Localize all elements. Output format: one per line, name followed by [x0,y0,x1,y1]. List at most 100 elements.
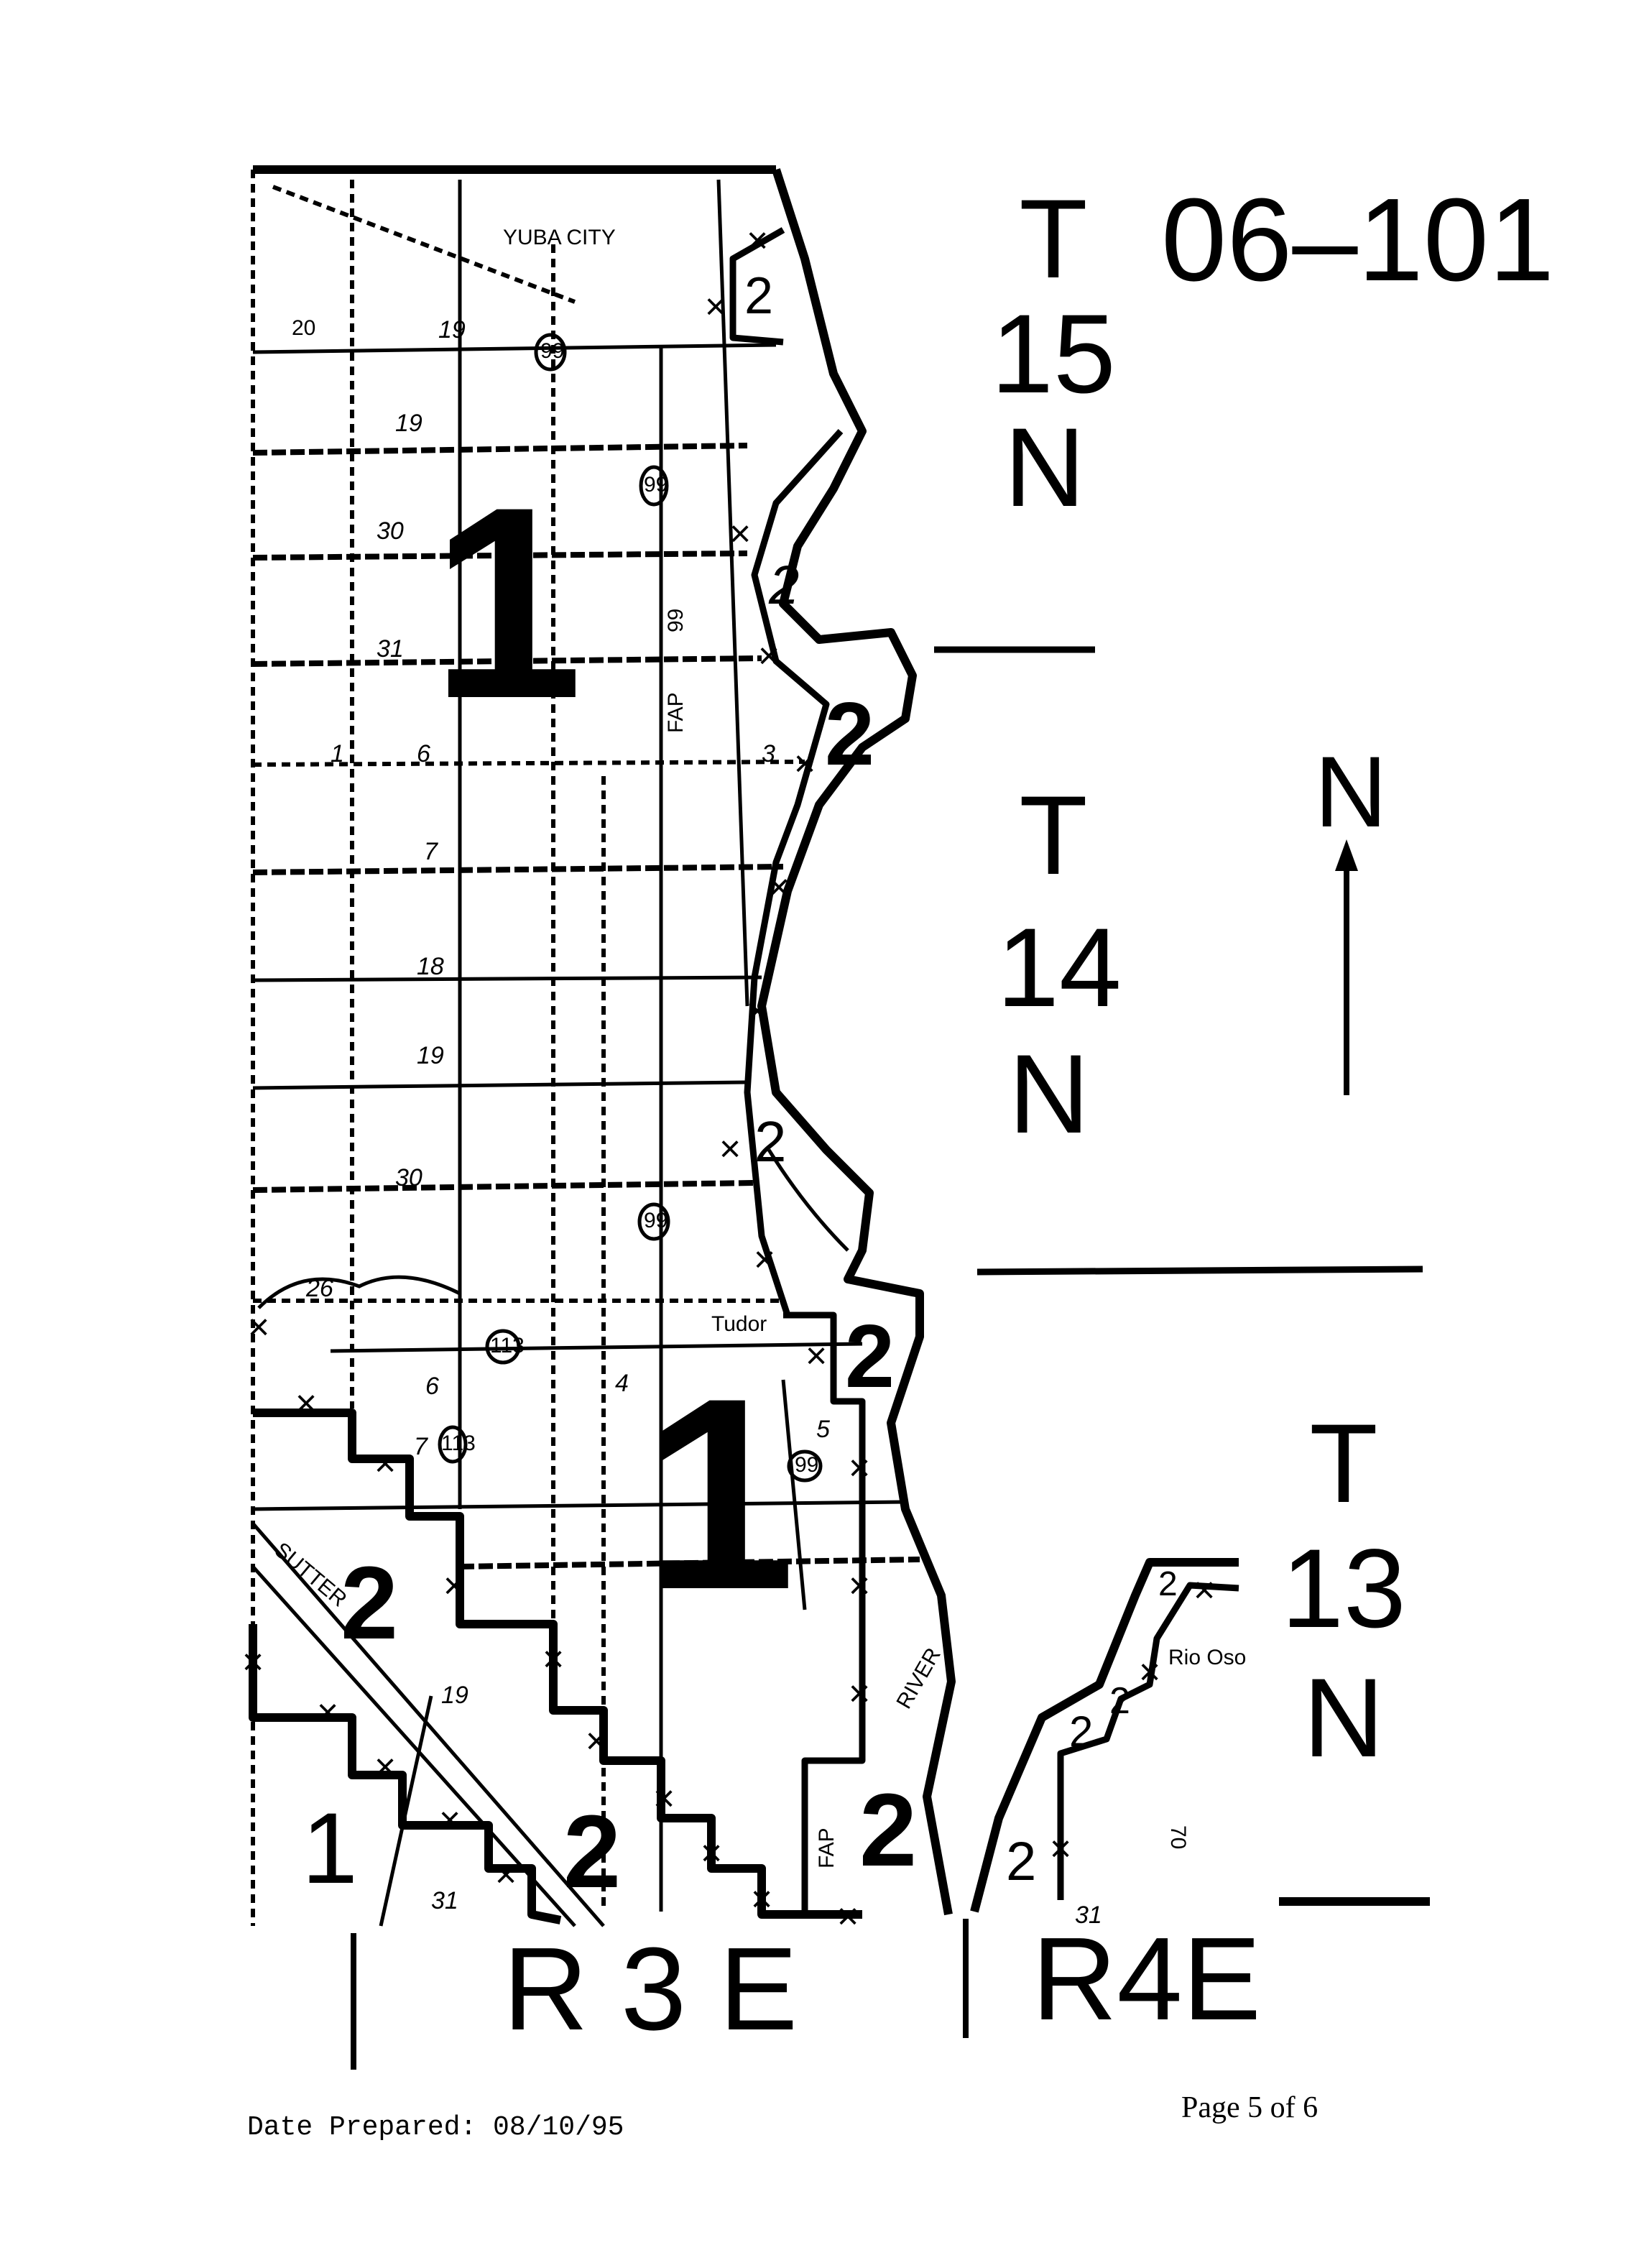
svg-text:14: 14 [997,905,1122,1031]
svg-text:×: × [242,1641,264,1683]
svg-text:×: × [754,1239,775,1281]
svg-text:113: 113 [490,1334,525,1357]
place-fap-99: 99 [664,609,688,632]
svg-text:2: 2 [341,1545,398,1661]
svg-text:×: × [374,1443,396,1485]
svg-text:19: 19 [395,410,422,437]
map-grid [251,165,920,1927]
boundary-markers: ××× ××× ××× ××× ××× ××× ××× ××× ××× ××× … [242,220,1215,1937]
place-yuba-city: YUBA CITY [503,226,616,249]
zone-labels: 1 1 1 2 2 2 2 2 2 2 2 2 2 2 2 [302,267,1178,1909]
date-prepared: Date Prepared: 08/10/95 [247,2112,624,2143]
svg-text:2: 2 [754,1110,787,1174]
svg-text:×: × [849,1447,870,1489]
svg-text:19: 19 [438,316,466,344]
svg-text:×: × [849,1673,870,1715]
svg-text:×: × [443,1565,465,1607]
svg-text:6: 6 [417,740,430,767]
svg-text:×: × [1139,1651,1160,1693]
svg-text:×: × [747,220,768,262]
zone-boundary-r4e-outer [970,1558,1239,1913]
zone-boundary-r4e-inner [1057,1582,1239,1900]
place-river: RIVER [892,1644,945,1713]
township-t13n: T 13 N [1281,1401,1406,1781]
svg-text:26: 26 [305,1275,333,1302]
svg-text:113: 113 [441,1432,476,1455]
svg-text:7: 7 [414,1433,428,1460]
zone-boundary-upper [729,227,785,346]
svg-text:×: × [768,867,790,908]
svg-text:2: 2 [1158,1565,1178,1603]
svg-text:1: 1 [431,450,583,755]
svg-text:1: 1 [644,1341,795,1646]
map-id: 06–101 [1161,174,1554,305]
svg-text:4: 4 [615,1370,629,1397]
svg-text:6: 6 [425,1373,439,1400]
svg-text:×: × [1193,1569,1215,1611]
zone-boundary-step-2 [249,1624,562,1924]
svg-text:N: N [1303,1656,1385,1781]
svg-text:99: 99 [795,1453,818,1477]
range-r3e: R 3 E [503,1923,798,2055]
svg-text:5: 5 [816,1416,830,1443]
svg-text:2: 2 [845,1307,895,1406]
place-rio-oso: Rio Oso [1168,1646,1246,1669]
svg-text:×: × [295,1383,317,1424]
svg-text:19: 19 [441,1682,468,1709]
svg-text:2: 2 [859,1772,917,1888]
svg-text:1: 1 [331,740,344,767]
svg-text:15: 15 [991,292,1116,417]
svg-text:×: × [317,1692,338,1733]
svg-text:×: × [747,990,768,1032]
zone-boundary-step-1 [253,1409,862,1919]
svg-text:1: 1 [302,1792,358,1904]
svg-text:×: × [794,743,816,785]
section-numbers: 20 19 19 30 31 1 6 7 18 19 30 26 6 7 4 5… [292,316,1190,1929]
svg-text:70: 70 [1166,1825,1190,1849]
svg-text:×: × [542,1638,564,1680]
svg-text:×: × [374,1746,396,1788]
township-line-14-13 [976,1266,1423,1276]
svg-text:18: 18 [417,953,444,980]
svg-text:×: × [805,1335,827,1377]
svg-text:×: × [1050,1828,1071,1870]
svg-text:N: N [1314,735,1387,848]
svg-text:×: × [495,1854,517,1896]
zone-boundary-fap [783,1312,866,1914]
svg-text:13: 13 [1281,1526,1406,1651]
svg-text:×: × [586,1720,607,1762]
north-arrow: N [1314,735,1387,1095]
svg-text:31: 31 [377,635,404,663]
svg-text:7: 7 [424,838,438,865]
svg-text:×: × [729,513,751,555]
svg-text:2: 2 [563,1794,621,1909]
svg-text:×: × [653,1778,675,1820]
river-line [744,428,844,1317]
svg-text:N: N [1009,1032,1090,1157]
svg-text:×: × [837,1896,859,1937]
svg-text:30: 30 [395,1164,422,1191]
range-r4e: R4E [1032,1913,1261,2045]
svg-text:99: 99 [644,473,668,497]
svg-text:N: N [1005,405,1086,530]
svg-text:2: 2 [1109,1680,1130,1722]
svg-text:2: 2 [1069,1707,1093,1756]
township-t15n: T 15 N [991,177,1116,530]
svg-text:×: × [701,1833,722,1874]
svg-text:×: × [751,1879,772,1920]
svg-text:T: T [1309,1401,1377,1526]
county-boundary [757,168,956,1916]
svg-text:2: 2 [768,555,799,616]
place-fap-lower: FAP [815,1827,839,1868]
svg-text:31: 31 [431,1887,458,1914]
page-number: Page 5 of 6 [1181,2091,1318,2124]
svg-text:×: × [849,1565,870,1607]
svg-text:×: × [705,286,726,328]
svg-text:×: × [758,635,780,677]
svg-text:19: 19 [417,1042,444,1069]
svg-text:T: T [1019,773,1087,898]
svg-text:×: × [439,1799,461,1841]
svg-text:31: 31 [1075,1901,1102,1929]
svg-text:2: 2 [825,685,874,784]
